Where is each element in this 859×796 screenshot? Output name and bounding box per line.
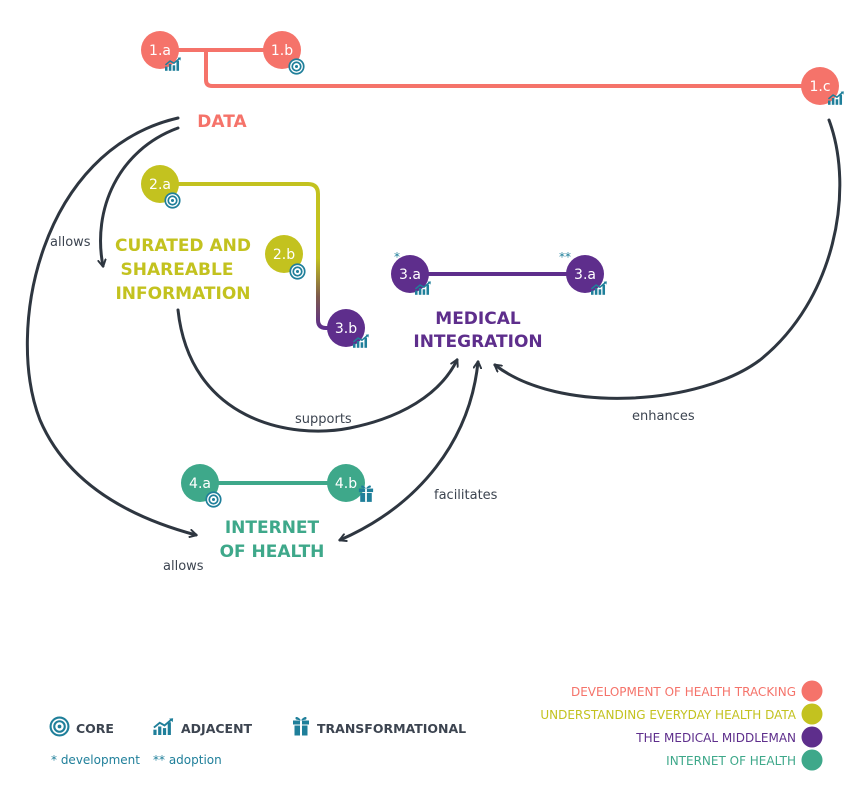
core-icon: [288, 58, 305, 75]
legend-core-label: CORE: [76, 721, 114, 736]
node-3a-development: * 3.a: [391, 250, 432, 295]
legend-swatch-internet: [801, 749, 823, 771]
title-medical: MEDICAL INTEGRATION: [413, 309, 542, 352]
node-4b: 4.b: [327, 464, 374, 502]
title-curated: CURATED AND SHAREABLE INFORMATION: [115, 236, 251, 304]
legend-category-understanding: UNDERSTANDING EVERYDAY HEALTH DATA: [540, 708, 796, 722]
legend-category-middleman: THE MEDICAL MIDDLEMAN: [635, 731, 796, 745]
arrow-1c-to-medical: [495, 118, 842, 400]
tracking-connectors: [160, 48, 820, 88]
adoption-marker: **: [559, 250, 571, 264]
node-3a-adoption: ** 3.a: [559, 250, 608, 295]
legend-transformational-label: TRANSFORMATIONAL: [317, 721, 466, 736]
node-1b-label: 1.b: [271, 43, 293, 59]
node-1a-label: 1.a: [149, 43, 171, 59]
legend-swatch-understanding: [801, 703, 823, 725]
legend-categories: DEVELOPMENT OF HEALTH TRACKING UNDERSTAN…: [540, 680, 823, 771]
node-2a-label: 2.a: [149, 177, 171, 193]
node-3a-label: 3.a: [399, 267, 421, 283]
node-1c: 1.c: [801, 67, 845, 105]
legend-note-adoption: ** adoption: [153, 753, 222, 767]
title-curated-line3: INFORMATION: [115, 284, 250, 304]
development-marker: *: [394, 250, 400, 264]
label-allows-lower: allows: [163, 559, 204, 574]
title-internet: INTERNET OF HEALTH: [220, 518, 325, 562]
core-icon: [164, 192, 181, 209]
arrow-data-to-internet: [25, 116, 196, 535]
label-enhances: enhances: [632, 409, 695, 424]
node-4a: 4.a: [181, 464, 222, 508]
legend-types: CORE ADJACENT TRANSFORMATIONAL * develop…: [49, 716, 466, 767]
core-icon: [205, 491, 222, 508]
title-data: DATA: [197, 112, 247, 132]
gift-icon: [293, 717, 309, 736]
legend-category-tracking: DEVELOPMENT OF HEALTH TRACKING: [571, 685, 796, 699]
title-medical-line2: INTEGRATION: [413, 332, 542, 352]
node-3a-label: 3.a: [574, 267, 596, 283]
node-3b: 3.b: [327, 309, 370, 348]
node-1b: 1.b: [263, 31, 305, 75]
node-4b-label: 4.b: [335, 476, 357, 492]
connector-stem-3b: [316, 258, 346, 330]
node-2b: 2.b: [265, 235, 306, 280]
label-supports: supports: [295, 412, 352, 427]
title-internet-line2: OF HEALTH: [220, 542, 325, 562]
connector-2a-2b: [160, 182, 320, 260]
title-internet-line1: INTERNET: [225, 518, 320, 538]
core-icon: [289, 263, 306, 280]
label-allows-upper: allows: [50, 235, 91, 250]
legend-swatch-tracking: [801, 680, 823, 702]
node-3b-label: 3.b: [335, 321, 357, 337]
legend-adjacent-label: ADJACENT: [181, 721, 253, 736]
node-2b-label: 2.b: [273, 247, 295, 263]
node-1c-label: 1.c: [809, 79, 830, 95]
node-4a-label: 4.a: [189, 476, 211, 492]
node-2a: 2.a: [141, 165, 181, 209]
legend-swatch-middleman: [801, 726, 823, 748]
core-icon: [49, 716, 70, 737]
adjacent-icon: [153, 718, 175, 735]
title-curated-line2: SHAREABLE: [121, 260, 234, 280]
label-facilitates: facilitates: [434, 488, 498, 503]
legend-category-internet: INTERNET OF HEALTH: [666, 754, 796, 768]
legend-note-development: * development: [51, 753, 140, 767]
arrow-medical-internet: [340, 362, 478, 540]
arrow-data-to-curated: [101, 126, 180, 266]
title-medical-line1: MEDICAL: [435, 309, 521, 329]
title-curated-line1: CURATED AND: [115, 236, 251, 256]
node-1a: 1.a: [141, 31, 182, 71]
